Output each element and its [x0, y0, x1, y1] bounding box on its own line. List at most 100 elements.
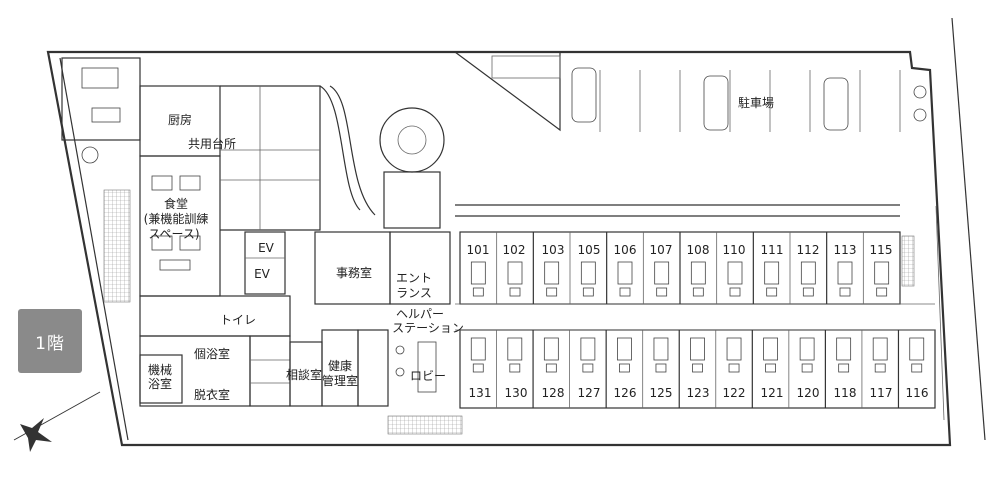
- unit-number: 126: [614, 386, 637, 400]
- label-parking: 駐車場: [738, 95, 774, 110]
- bed-icon: [470, 337, 486, 361]
- bed-icon: [507, 261, 523, 285]
- unit-number: 122: [723, 386, 746, 400]
- bed-icon: [654, 261, 670, 285]
- label-mech-bath-2: 浴室: [148, 376, 172, 391]
- bed-icon: [909, 337, 925, 361]
- unit-number: 125: [650, 386, 673, 400]
- bed-icon: [690, 261, 706, 285]
- label-entrance-1: エント: [396, 271, 432, 285]
- unit-number: 108: [687, 243, 710, 257]
- label-helper-1: ヘルパー: [396, 307, 444, 321]
- desk-icon: [876, 287, 888, 297]
- bed-icon: [470, 261, 486, 285]
- label-ev2: EV: [254, 267, 271, 281]
- unit-number: 118: [834, 386, 857, 400]
- unit-numbers-bottom: 131 130 128 127 126 125 123 122 121 120 …: [469, 386, 929, 400]
- bed-icon: [799, 337, 815, 361]
- bed-icon: [690, 337, 705, 361]
- desk-icon: [728, 363, 740, 373]
- desk-icon: [509, 363, 521, 373]
- label-helper-2: ステーション: [392, 321, 464, 335]
- desk-icon: [472, 363, 484, 373]
- roundabout: [379, 107, 445, 173]
- label-entrance-2: ランス: [396, 286, 432, 300]
- label-dressing: 脱衣室: [194, 387, 230, 402]
- desk-icon: [619, 287, 631, 297]
- yard-area: [61, 57, 141, 164]
- bed-icon: [726, 337, 742, 361]
- unit-number: 120: [797, 386, 820, 400]
- label-kitchen: 厨房: [168, 112, 192, 127]
- unit-number: 130: [505, 386, 528, 400]
- unit-number: 111: [761, 243, 784, 257]
- bed-icon: [837, 261, 853, 285]
- unit-number: 102: [503, 243, 526, 257]
- building-center: [314, 85, 451, 305]
- unit-number: 123: [687, 386, 710, 400]
- desk-icon: [802, 287, 814, 297]
- desk-icon: [839, 287, 851, 297]
- desk-icon: [656, 287, 668, 297]
- bed-icon: [836, 337, 852, 361]
- desk-icon: [582, 287, 594, 297]
- desk-icon: [546, 287, 558, 297]
- bed-icon: [874, 261, 890, 285]
- bed-icon: [507, 337, 523, 361]
- label-individual-bath: 個浴室: [194, 346, 230, 361]
- unit-number: 103: [542, 243, 565, 257]
- label-toilet: トイレ: [220, 313, 256, 327]
- label-dining: 食堂: [164, 196, 188, 211]
- unit-number: 112: [797, 243, 820, 257]
- room-labels: 厨房 共用台所 食堂 (兼機能訓練 スペース) EV EV 事務室 エント ラン…: [144, 95, 774, 402]
- north-arrow-icon: [13, 391, 101, 452]
- unit-number: 131: [469, 386, 492, 400]
- desk-icon: [874, 363, 886, 373]
- desk-icon: [545, 363, 557, 373]
- desk-icon: [729, 287, 741, 297]
- unit-number: 107: [650, 243, 673, 257]
- unit-number: 121: [761, 386, 784, 400]
- unit-number: 113: [834, 243, 857, 257]
- bed-icon: [764, 261, 780, 285]
- unit-number: 115: [870, 243, 893, 257]
- site-boundary: [46, 17, 986, 447]
- unit-number: 106: [614, 243, 637, 257]
- unit-number: 127: [578, 386, 601, 400]
- bed-icon: [617, 261, 633, 285]
- bed-icon: [800, 261, 816, 285]
- desk-icon: [692, 287, 704, 297]
- bed-icon: [580, 261, 596, 285]
- desk-icon: [766, 287, 778, 297]
- desk-icon: [582, 363, 594, 373]
- label-ev1: EV: [258, 241, 275, 255]
- label-dining-sub1: (兼機能訓練: [144, 211, 209, 226]
- bed-icon: [872, 337, 888, 361]
- unit-number: 101: [467, 243, 490, 257]
- desk-icon: [472, 287, 484, 297]
- desk-icon: [509, 287, 521, 297]
- desk-icon: [655, 363, 667, 373]
- unit-partitions-top: [470, 232, 890, 304]
- desk-icon: [765, 363, 776, 373]
- bed-icon: [653, 337, 669, 361]
- desk-icon: [619, 363, 630, 373]
- label-shared-kitchen: 共用台所: [188, 136, 236, 151]
- planting-strip: [103, 189, 463, 435]
- label-dining-sub2: スペース): [148, 227, 199, 241]
- building-west-wing: [139, 85, 437, 407]
- unit-numbers-top: 101 102 103 105 106 107 108 110 111 112 …: [467, 243, 893, 257]
- bed-icon: [617, 337, 632, 361]
- desk-icon: [801, 363, 813, 373]
- bed-icon: [544, 261, 560, 285]
- desk-icon: [692, 363, 703, 373]
- desk-icon: [838, 363, 850, 373]
- unit-number: 116: [906, 386, 929, 400]
- residential-wing: [455, 204, 945, 421]
- unit-partitions-bottom: [470, 330, 925, 408]
- label-office: 事務室: [336, 265, 372, 280]
- label-health-1: 健康: [328, 358, 352, 373]
- unit-number: 117: [870, 386, 893, 400]
- floor-badge: 1階: [18, 309, 82, 373]
